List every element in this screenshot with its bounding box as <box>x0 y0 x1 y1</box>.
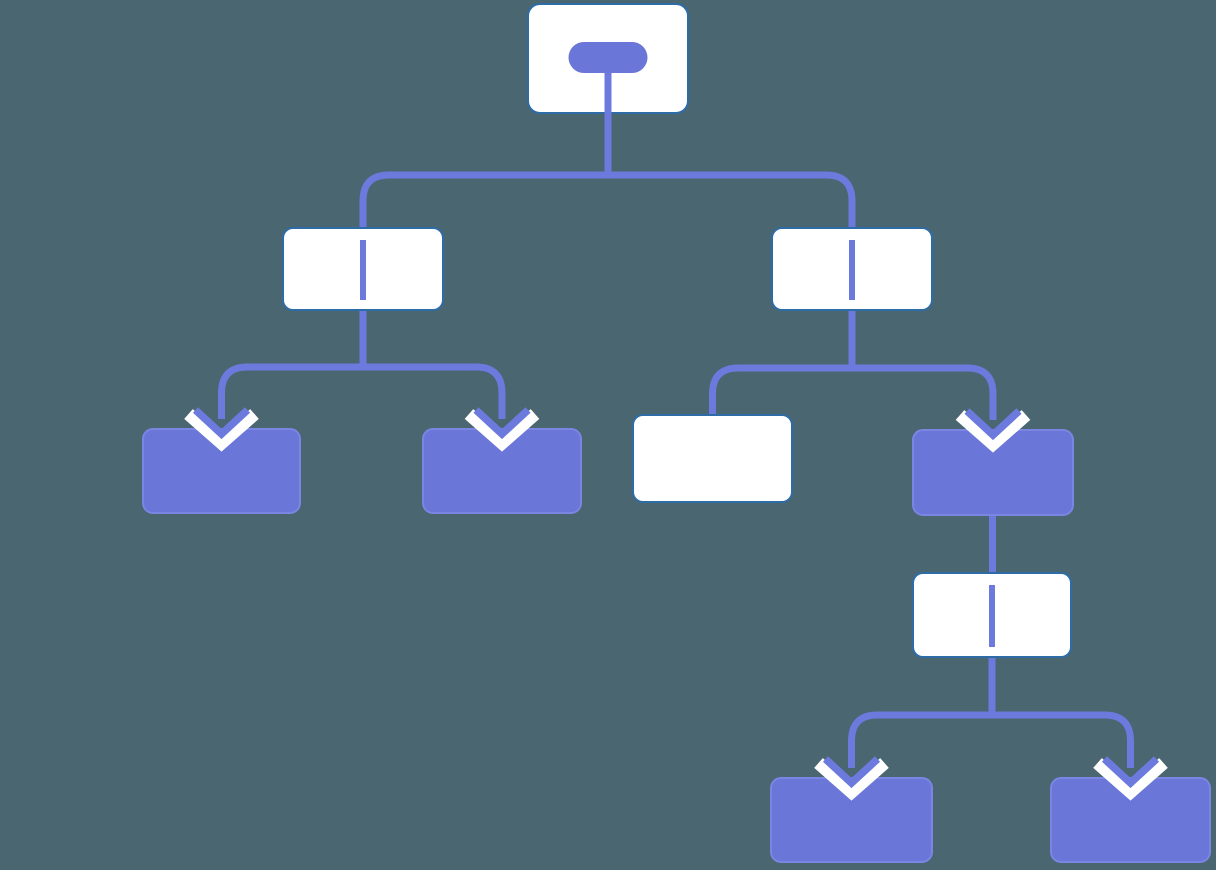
double-chevron-down-icon <box>184 409 259 452</box>
double-chevron-down-icon <box>1093 758 1168 801</box>
layer-deco <box>184 42 1168 801</box>
connector-rail <box>848 711 1134 768</box>
chevron-arrowhead-icon <box>1101 756 1160 789</box>
node-child-white[interactable] <box>632 414 793 503</box>
chevron-arrowhead-icon <box>192 407 251 440</box>
chevron-arrowhead-icon <box>473 407 531 440</box>
chevron-arrowhead-icon <box>964 408 1022 441</box>
layer-edges <box>218 109 1134 768</box>
connector-rail <box>218 363 506 419</box>
chevron-arrowhead-icon <box>822 756 881 789</box>
double-chevron-down-icon <box>814 758 889 801</box>
layer-boxes <box>142 3 1211 863</box>
connector-rail <box>359 171 856 234</box>
double-chevron-down-icon <box>464 409 540 452</box>
pill-icon <box>568 42 648 73</box>
connector-rail <box>709 364 997 421</box>
double-chevron-down-icon <box>955 410 1031 453</box>
